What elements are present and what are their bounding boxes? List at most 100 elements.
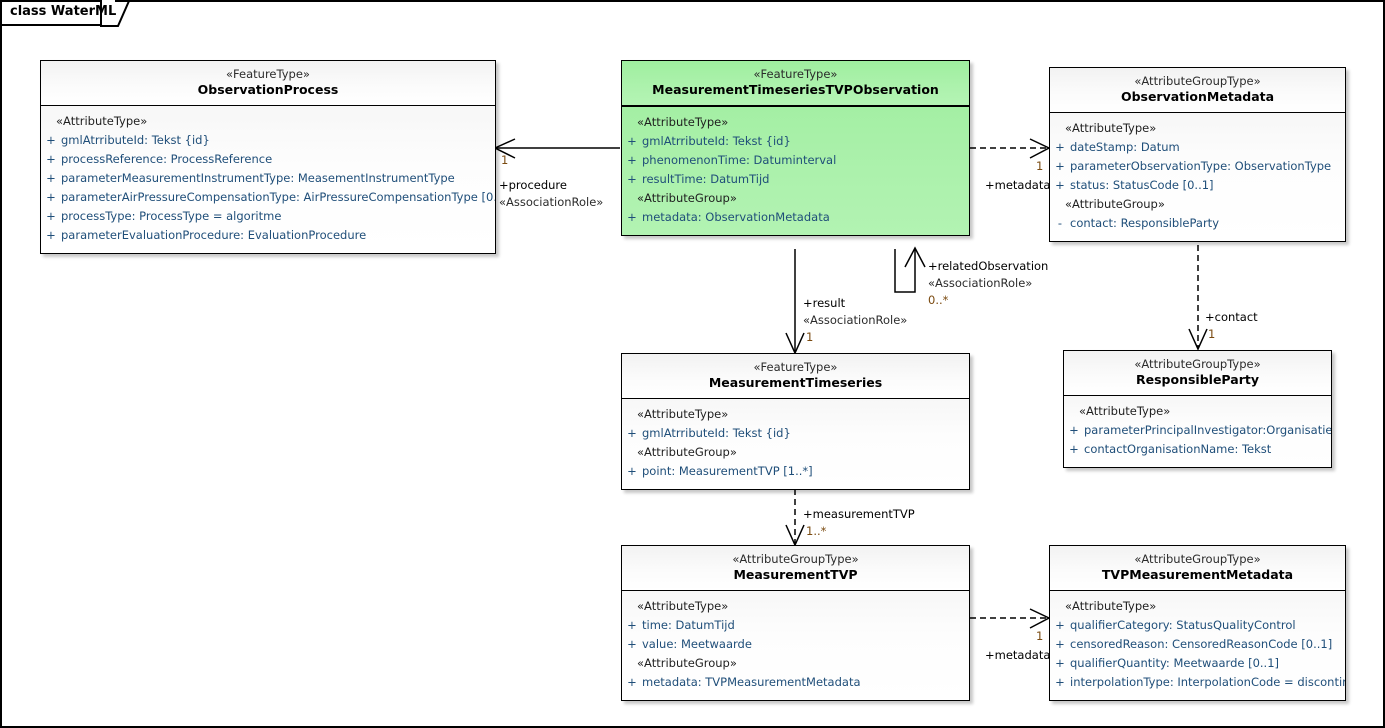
class-measurement-timeseries-tvp-observation[interactable]: «FeatureType» MeasurementTimeseriesTVPOb… (621, 60, 970, 236)
visibility: + (627, 153, 637, 167)
class-name: ObservationMetadata (1120, 89, 1275, 104)
attribute-group-label: «AttributeType» (1079, 404, 1171, 418)
attribute-text: parameterAirPressureCompensationType: Ai… (61, 190, 496, 204)
metadata-observation-multiplicity: 1 (1036, 159, 1044, 173)
attribute-text: gmlAtrributeId: Tekst {id} (642, 426, 791, 440)
contact-multiplicity: 1 (1208, 327, 1216, 341)
procedure-multiplicity: 1 (501, 153, 509, 167)
class-tvp-measurement-metadata[interactable]: «AttributeGroupType» TVPMeasurementMetad… (1049, 545, 1346, 701)
visibility: + (627, 210, 637, 224)
attribute-text: metadata: ObservationMetadata (642, 210, 830, 224)
attribute-group-label: «AttributeType» (1065, 599, 1157, 613)
class-measurement-timeseries[interactable]: «FeatureType» MeasurementTimeseries «Att… (621, 353, 970, 490)
class-stereotype: «AttributeGroupType» (1134, 552, 1261, 566)
result-role-label: +result (803, 296, 846, 310)
visibility: + (1055, 618, 1065, 632)
attribute-text: contactOrganisationName: Tekst (1084, 442, 1272, 456)
class-header: «AttributeGroupType» ResponsibleParty (1064, 351, 1331, 396)
attribute-row: +dateStamp: Datum (1050, 138, 1345, 157)
attribute-row: + parameterMeasurementInstrumentType: Mea… (41, 169, 495, 188)
attribute-text: parameterMeasurementInstrumentType: Meas… (61, 171, 455, 185)
attribute-text: interpolationType: InterpolationCode = d… (1070, 675, 1346, 689)
attribute-row: +gmlAtrributeId: Tekst {id} (41, 131, 495, 150)
class-stereotype: «FeatureType» (226, 67, 310, 81)
visibility: + (46, 171, 56, 185)
attribute-group-label: «AttributeType» (56, 114, 148, 128)
class-header: «AttributeGroupType» ObservationMetadata (1050, 68, 1345, 113)
visibility: + (627, 637, 637, 651)
procedure-role-label: +procedure (499, 178, 567, 192)
attribute-group-label: «AttributeGroup» (637, 191, 737, 205)
visibility: + (1055, 656, 1065, 670)
attribute-text: parameterEvaluationProcedure: Evaluation… (61, 228, 367, 242)
attribute-text: gmlAtrributeId: Tekst {id} (642, 134, 791, 148)
attribute-row: + gmlAtrributeId: Tekst {id} (622, 424, 969, 443)
visibility: + (46, 152, 56, 166)
class-body: «AttributeType» +parameterPrincipalInves… (1064, 396, 1331, 467)
attribute-text: gmlAtrributeId: Tekst {id} (61, 133, 210, 147)
metadata-tvp-multiplicity: 1 (1036, 629, 1044, 643)
class-responsible-party[interactable]: «AttributeGroupType» ResponsibleParty «A… (1063, 350, 1332, 468)
class-stereotype: «FeatureType» (753, 360, 838, 374)
attribute-row: + phenomenonTime: Datuminterval (622, 151, 969, 170)
attribute-row: +point: MeasurementTVP [1..*] (622, 462, 969, 481)
attribute-text: processReference: ProcessReference (61, 152, 273, 166)
visibility: + (46, 190, 56, 204)
visibility: + (627, 172, 637, 186)
attribute-text: status: StatusCode [0..1] (1070, 178, 1214, 192)
attribute-row: +time: DatumTijd (622, 616, 969, 635)
procedure-stereotype: «AssociationRole» (499, 195, 604, 209)
attribute-row: + metadata: TVPMeasurementMetadata (622, 673, 969, 692)
class-header: «FeatureType» MeasurementTimeseriesTVPOb… (622, 61, 969, 107)
visibility: + (46, 228, 56, 242)
visibility: + (627, 675, 637, 689)
visibility: + (1055, 178, 1065, 192)
class-name: TVPMeasurementMetadata (1101, 567, 1294, 582)
attribute-row: + interpolationType: InterpolationCode = … (1050, 673, 1345, 692)
visibility: + (1069, 423, 1079, 437)
attribute-row: -contact: ResponsibleParty (1050, 214, 1345, 233)
attribute-group-label: «AttributeType» (637, 115, 729, 129)
attribute-text: contact: ResponsibleParty (1070, 216, 1219, 230)
diagram-title: class WaterML (10, 4, 117, 19)
attribute-text: processType: ProcessType = algoritme (61, 209, 282, 223)
visibility: - (1057, 216, 1063, 230)
attribute-text: resultTime: DatumTijd (642, 172, 770, 186)
result-stereotype: «AssociationRole» (803, 313, 908, 327)
visibility: + (1055, 159, 1065, 173)
attribute-text: parameterObservationType: ObservationTyp… (1070, 159, 1332, 173)
class-header: «FeatureType» MeasurementTimeseries (622, 354, 969, 399)
class-measurement-tvp[interactable]: «AttributeGroupType» MeasurementTVP «Att… (621, 545, 970, 701)
result-multiplicity: 1 (806, 330, 814, 344)
visibility: + (46, 209, 56, 223)
class-body: «AttributeType» +time: DatumTijd +value:… (622, 591, 969, 700)
contact-role-label: +contact (1205, 310, 1258, 324)
class-body: «AttributeType» + gmlAtrributeId: Tekst {… (622, 107, 969, 235)
attribute-text: metadata: TVPMeasurementMetadata (642, 675, 861, 689)
attribute-text: dateStamp: Datum (1070, 140, 1180, 154)
attribute-text: phenomenonTime: Datuminterval (642, 153, 837, 167)
attribute-group-label: «AttributeType» (1065, 121, 1157, 135)
attribute-group-label: «AttributeType» (637, 407, 729, 421)
class-header: «FeatureType» ObservationProcess (41, 61, 495, 106)
visibility: + (1055, 675, 1065, 689)
attribute-row: + gmlAtrributeId: Tekst {id} (622, 132, 969, 151)
attribute-row: + metadata: ObservationMetadata (622, 208, 969, 227)
related-observation-multiplicity: 0..* (928, 293, 949, 307)
class-observation-process[interactable]: «FeatureType» ObservationProcess «Attrib… (40, 60, 496, 254)
attribute-group-label: «AttributeGroup» (1065, 197, 1165, 211)
class-header: «AttributeGroupType» TVPMeasurementMetad… (1050, 546, 1345, 591)
attribute-row: + status: StatusCode [0..1] (1050, 176, 1345, 195)
metadata-tvp-role-label: +metadata (985, 648, 1051, 662)
class-name: MeasurementTimeseries (708, 375, 883, 390)
class-body: «AttributeType» + gmlAtrributeId: Tekst {… (622, 399, 969, 489)
attribute-text: point: MeasurementTVP [1..*] (642, 464, 813, 478)
attribute-group-label: «AttributeGroup» (637, 656, 737, 670)
attribute-row: +censoredReason: CensoredReasonCode [0..… (1050, 635, 1345, 654)
class-observation-metadata[interactable]: «AttributeGroupType» ObservationMetadata… (1049, 67, 1346, 242)
visibility: + (627, 134, 637, 148)
visibility: + (627, 426, 637, 440)
related-observation-role-label: +relatedObservation (928, 259, 1049, 273)
